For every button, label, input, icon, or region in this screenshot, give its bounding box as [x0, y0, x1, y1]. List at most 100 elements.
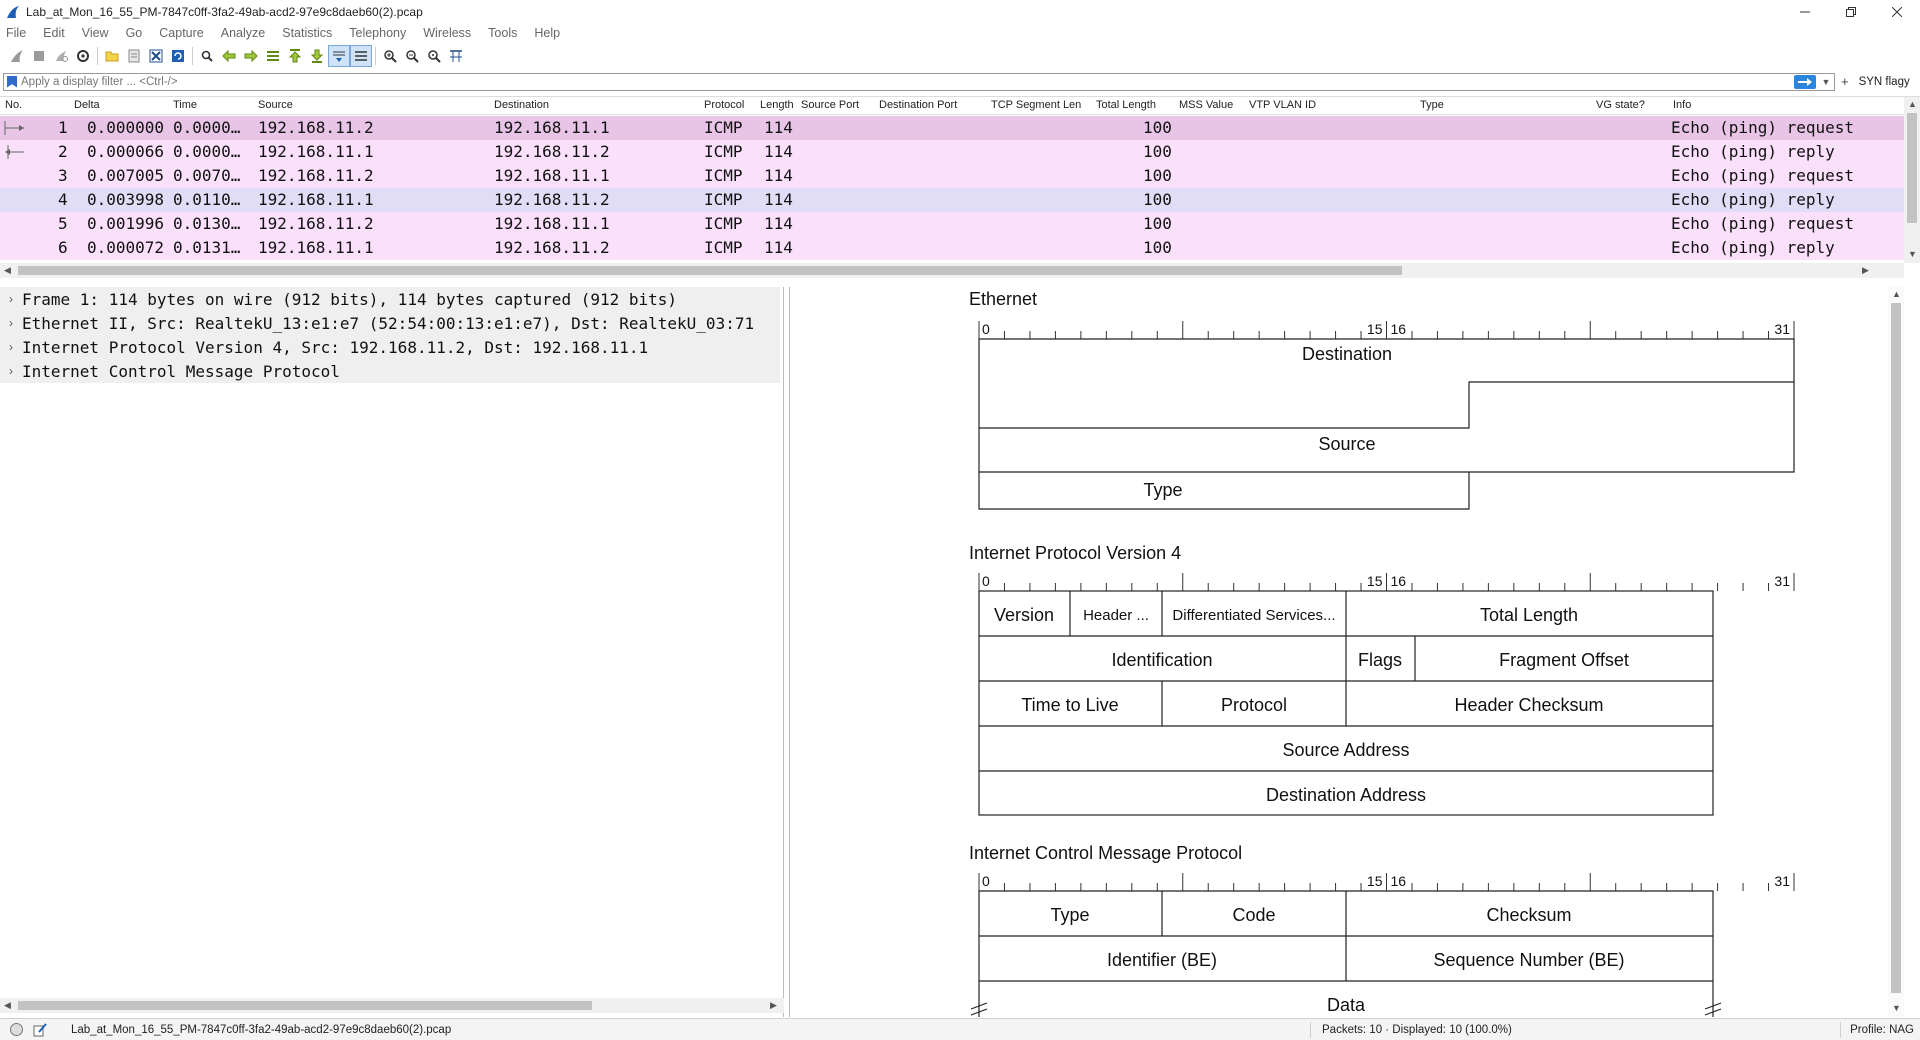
restart-capture-button[interactable] [50, 45, 72, 67]
field-destination[interactable]: Destination [1302, 344, 1392, 364]
field-identifier[interactable]: Identifier (BE) [1107, 950, 1217, 970]
field-source-address[interactable]: Source Address [1282, 740, 1409, 760]
bookmark-icon[interactable] [7, 75, 17, 88]
field-fragment-offset[interactable]: Fragment Offset [1499, 650, 1629, 670]
menu-tools[interactable]: Tools [488, 26, 518, 40]
go-forward-button[interactable] [240, 45, 262, 67]
capture-options-button[interactable] [72, 45, 94, 67]
field-time-to-live[interactable]: Time to Live [1021, 695, 1118, 715]
field-version[interactable]: Version [994, 605, 1054, 625]
filter-button-syn-flag[interactable]: SYN flagy [1858, 75, 1910, 88]
autoscroll-button[interactable] [328, 45, 350, 67]
field-data[interactable]: Data [1327, 995, 1366, 1015]
column-header-source[interactable]: Source [258, 99, 293, 111]
menu-go[interactable]: Go [125, 26, 143, 40]
scroll-thumb[interactable] [1907, 113, 1917, 223]
normal-size-button[interactable] [423, 45, 445, 67]
scroll-down-icon[interactable]: ▼ [1892, 1003, 1901, 1013]
expand-arrow-icon[interactable]: › [9, 340, 13, 354]
scroll-thumb[interactable] [18, 266, 1402, 275]
first-packet-button[interactable] [284, 45, 306, 67]
colorize-button[interactable] [350, 45, 372, 67]
scroll-down-icon[interactable]: ▼ [1908, 249, 1917, 259]
packet-row[interactable]: 4 0.003998 0.0110… 192.168.11.1 192.168.… [0, 188, 1904, 212]
field-differentiated-services[interactable]: Differentiated Services... [1172, 607, 1335, 624]
field-flags[interactable]: Flags [1358, 650, 1402, 670]
scroll-thumb[interactable] [18, 1001, 592, 1010]
tree-item-ipv4[interactable]: › Internet Protocol Version 4, Src: 192.… [0, 335, 780, 359]
expert-info-icon[interactable] [10, 1023, 23, 1036]
field-icmp-checksum[interactable]: Checksum [1486, 905, 1571, 925]
menu-edit[interactable]: Edit [43, 26, 65, 40]
field-identification[interactable]: Identification [1111, 650, 1212, 670]
field-header-checksum[interactable]: Header Checksum [1454, 695, 1603, 715]
filter-history-dropdown[interactable]: ▼ [1821, 76, 1831, 87]
scroll-right-icon[interactable]: ▶ [1862, 265, 1869, 275]
scroll-thumb[interactable] [1891, 303, 1901, 993]
packet-row[interactable]: 3 0.007005 0.0070… 192.168.11.2 192.168.… [0, 164, 1904, 188]
packet-row[interactable]: 1 0.000000 0.0000… 192.168.11.2 192.168.… [0, 116, 1904, 140]
apply-filter-button[interactable] [1794, 74, 1816, 89]
menu-statistics[interactable]: Statistics [282, 26, 333, 40]
minimize-button[interactable] [1782, 0, 1828, 23]
display-filter-input[interactable] [21, 75, 1794, 88]
scroll-up-icon[interactable]: ▲ [1908, 99, 1917, 109]
field-destination-address[interactable]: Destination Address [1266, 785, 1426, 805]
menu-help[interactable]: Help [534, 26, 561, 40]
scroll-right-icon[interactable]: ▶ [770, 1000, 777, 1010]
packet-row[interactable]: 6 0.000072 0.0131… 192.168.11.1 192.168.… [0, 236, 1904, 260]
add-filter-button-icon[interactable]: + [1841, 74, 1849, 89]
column-header-mss-value[interactable]: MSS Value [1179, 99, 1234, 111]
packet-list-vertical-scrollbar[interactable]: ▲ ▼ [1904, 97, 1920, 263]
column-header-source-port[interactable]: Source Port [801, 99, 860, 111]
field-header-length[interactable]: Header ... [1083, 607, 1149, 624]
scroll-left-icon[interactable]: ◀ [4, 1000, 11, 1010]
status-profile[interactable]: Profile: NAG [1850, 1023, 1914, 1036]
close-button[interactable] [1874, 0, 1920, 23]
restore-button[interactable] [1828, 0, 1874, 23]
start-capture-button[interactable] [6, 45, 28, 67]
scroll-up-icon[interactable]: ▲ [1892, 289, 1901, 299]
find-packet-button[interactable] [196, 45, 218, 67]
field-total-length[interactable]: Total Length [1480, 605, 1578, 625]
menu-file[interactable]: File [6, 26, 27, 40]
menu-telephony[interactable]: Telephony [349, 26, 407, 40]
column-header-total-length[interactable]: Total Length [1096, 99, 1156, 111]
column-header-type[interactable]: Type [1420, 99, 1444, 111]
diagram-vertical-scrollbar[interactable]: ▲ ▼ [1888, 287, 1904, 1017]
save-file-button[interactable] [123, 45, 145, 67]
column-header-destination-port[interactable]: Destination Port [879, 99, 958, 111]
column-header-tcp-segment-len[interactable]: TCP Segment Len [991, 99, 1082, 111]
edit-comment-icon[interactable] [33, 1022, 47, 1037]
column-header-protocol[interactable]: Protocol [704, 99, 745, 111]
tree-item-icmp[interactable]: › Internet Control Message Protocol [0, 359, 780, 383]
menu-capture[interactable]: Capture [159, 26, 204, 40]
expand-arrow-icon[interactable]: › [9, 316, 13, 330]
field-source[interactable]: Source [1318, 434, 1375, 454]
menu-wireless[interactable]: Wireless [423, 26, 472, 40]
details-horizontal-scrollbar[interactable]: ◀ ▶ [0, 998, 784, 1013]
close-file-button[interactable] [145, 45, 167, 67]
packet-row[interactable]: 2 0.000066 0.0000… 192.168.11.1 192.168.… [0, 140, 1904, 164]
column-header-time[interactable]: Time [173, 99, 198, 111]
go-back-button[interactable] [218, 45, 240, 67]
packet-list-horizontal-scrollbar[interactable]: ◀ ▶ [0, 263, 1904, 278]
resize-columns-button[interactable] [445, 45, 467, 67]
column-header-vg-state[interactable]: VG state? [1596, 99, 1645, 111]
menu-analyze[interactable]: Analyze [220, 26, 266, 40]
field-icmp-type[interactable]: Type [1050, 905, 1089, 925]
zoom-in-button[interactable] [379, 45, 401, 67]
reload-file-button[interactable] [167, 45, 189, 67]
field-type[interactable]: Type [1143, 480, 1182, 500]
expand-arrow-icon[interactable]: › [9, 364, 13, 378]
field-sequence-number[interactable]: Sequence Number (BE) [1433, 950, 1624, 970]
field-protocol[interactable]: Protocol [1221, 695, 1287, 715]
go-to-packet-button[interactable] [262, 45, 284, 67]
field-icmp-code[interactable]: Code [1232, 905, 1275, 925]
stop-capture-button[interactable] [28, 45, 50, 67]
open-file-button[interactable] [101, 45, 123, 67]
column-header-destination[interactable]: Destination [494, 99, 550, 111]
expand-arrow-icon[interactable]: › [9, 292, 13, 306]
tree-item-ethernet[interactable]: › Ethernet II, Src: RealtekU_13:e1:e7 (5… [0, 311, 780, 335]
column-header-delta[interactable]: Delta [74, 99, 100, 111]
